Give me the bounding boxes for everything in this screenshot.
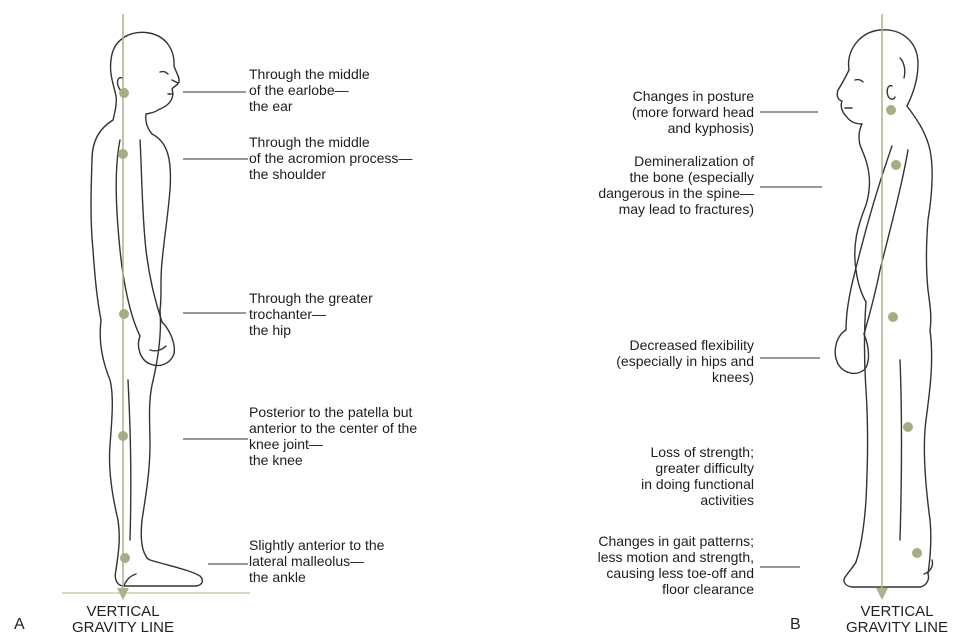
knee-point-b — [903, 422, 913, 432]
label-strength: Loss of strength; greater difficulty in … — [641, 444, 754, 508]
label-flexibility: Decreased flexibility (especially in hip… — [616, 337, 754, 385]
spine-point-b — [891, 160, 901, 170]
gravity-caption-a: VERTICAL GRAVITY LINE — [72, 603, 174, 636]
panel-letter-a: A — [14, 616, 25, 633]
label-ankle: Slightly anterior to the lateral malleol… — [249, 537, 385, 585]
hip-point — [119, 309, 129, 319]
label-demineralization: Demineralization of the bone (especially… — [598, 153, 754, 217]
knee-point — [118, 431, 128, 441]
leader-lines-b — [760, 111, 822, 568]
ear-point — [119, 88, 129, 98]
shoulder-point — [118, 149, 128, 159]
label-shoulder: Through the middle of the acromion proce… — [249, 134, 413, 182]
ankle-point-b — [912, 548, 922, 558]
leader-lines-a — [183, 91, 248, 565]
gravity-lines — [62, 14, 888, 600]
ankle-point — [120, 553, 130, 563]
head-point-b — [886, 105, 896, 115]
young-person-figure — [90, 31, 204, 587]
panel-letter-b: B — [790, 616, 801, 633]
alignment-points-b — [886, 105, 922, 558]
label-ear: Through the middle of the earlobe— the e… — [249, 66, 370, 114]
label-gait: Changes in gait patterns; less motion an… — [597, 533, 754, 597]
gravity-arrow-a — [117, 588, 129, 600]
label-posture: Changes in posture (more forward head an… — [631, 88, 754, 136]
alignment-points-a — [118, 88, 130, 563]
label-hip: Through the greater trochanter— the hip — [249, 290, 373, 338]
gravity-caption-b: VERTICAL GRAVITY LINE — [846, 603, 948, 636]
older-person-figure — [834, 29, 934, 588]
gravity-arrow-b — [876, 588, 888, 600]
label-knee: Posterior to the patella but anterior to… — [249, 404, 418, 468]
hip-point-b — [888, 312, 898, 322]
